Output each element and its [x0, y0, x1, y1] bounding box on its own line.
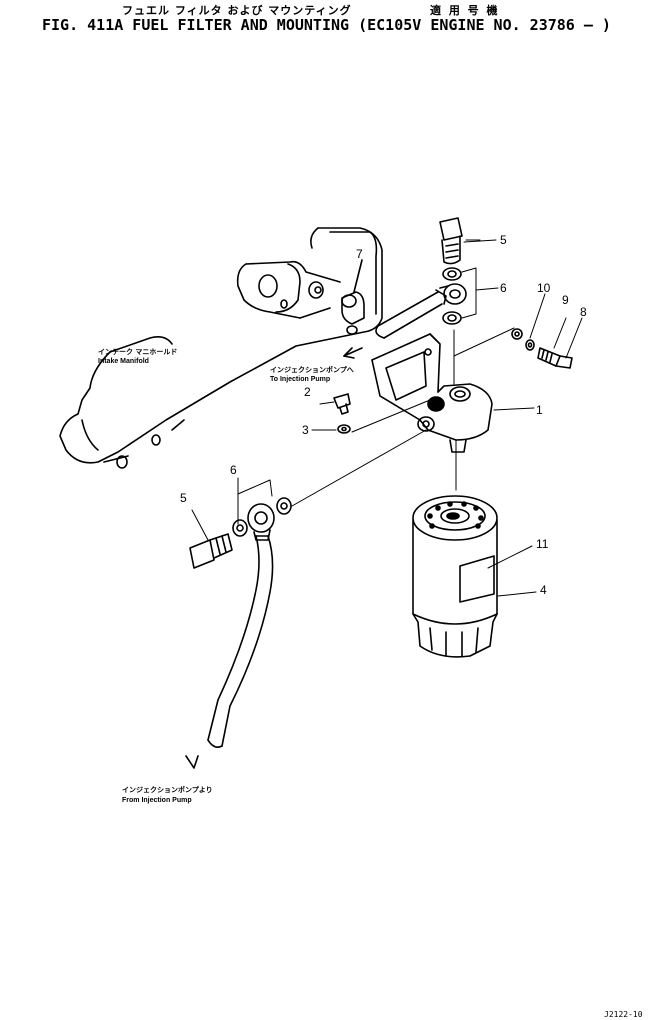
to-pump-label-jp: インジェクションポンプへ: [270, 365, 354, 374]
part-8-bolt: [537, 347, 573, 369]
drawing-code: J2122-10: [604, 1010, 643, 1019]
from-pump-label-jp: インジェクションポンプより: [122, 785, 213, 794]
eye-joint-bottom: [247, 503, 275, 541]
part-6-washers-bottom: [232, 497, 292, 537]
callout-5-top: 5: [500, 233, 507, 247]
intake-manifold: [59, 227, 383, 469]
part-9-washer: [525, 339, 535, 351]
part-7-sleeve: [341, 259, 365, 335]
part-10-o-ring: [511, 328, 523, 340]
callout-8: 8: [580, 305, 587, 319]
figure-title: FIG. 411A FUEL FILTER AND MOUNTING (EC10…: [42, 16, 611, 34]
callout-4: 4: [540, 583, 547, 597]
part-5-bolt-top: [439, 217, 463, 265]
eye-joint-top: [439, 283, 467, 305]
leader-lines: [191, 239, 583, 597]
callout-10: 10: [537, 281, 551, 295]
part-1-filter-head: [371, 333, 493, 453]
callout-5-bottom: 5: [180, 491, 187, 505]
callout-1: 1: [536, 403, 543, 417]
callout-6-top: 6: [500, 281, 507, 295]
fuel-pipe-from-pump: [185, 535, 274, 769]
callout-9: 9: [562, 293, 569, 307]
intake-manifold-label-en: Intake Manifold: [98, 358, 149, 365]
part-6-washers-top: [442, 267, 462, 325]
callout-7: 7: [356, 247, 363, 261]
callout-2: 2: [304, 385, 311, 399]
callout-3: 3: [302, 423, 309, 437]
fuel-pipe-to-pump: [343, 289, 447, 359]
intake-manifold-label-jp: インテーク マニホールド: [98, 347, 177, 356]
part-5-bolt-bottom: [189, 533, 233, 569]
part-2-screw: [333, 393, 351, 415]
callout-6-bottom: 6: [230, 463, 237, 477]
title-japanese: フュエル フィルタ および マウンティング: [122, 4, 352, 17]
part-4-filter-cartridge: [412, 495, 498, 658]
callout-11: 11: [536, 537, 549, 551]
part-3-washer: [337, 424, 351, 434]
to-pump-label-en: To Injection Pump: [270, 376, 330, 383]
applicable-serial-japanese: 適 用 号 機: [430, 4, 500, 17]
from-pump-label-en: From Injection Pump: [122, 797, 192, 804]
